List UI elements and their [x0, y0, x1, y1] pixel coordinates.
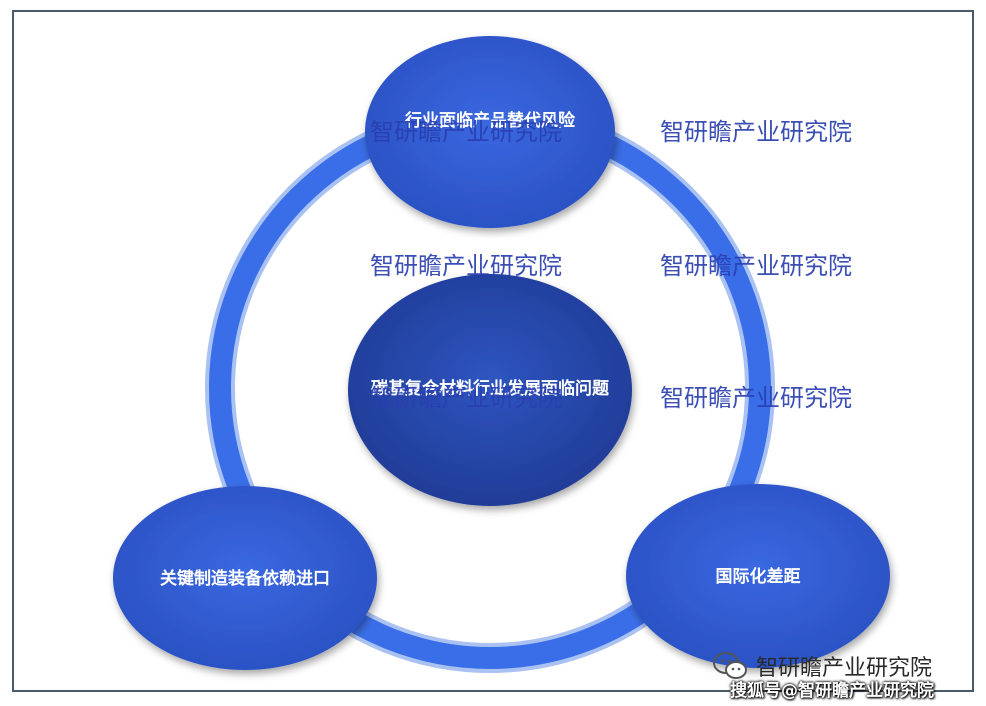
center-node: [348, 274, 632, 506]
watermark: 智研瞻产业研究院: [370, 118, 562, 146]
watermark: 智研瞻产业研究院: [660, 252, 852, 280]
node-top: [365, 36, 615, 228]
node-bottom-left: [113, 486, 377, 670]
source-watermark: 搜狐号@智研瞻产业研究院: [730, 681, 934, 701]
node-top-label: 行业面临产品替代风险: [405, 111, 575, 131]
node-bottom-right-label: 国际化差距: [715, 567, 801, 587]
watermark: 智研瞻产业研究院: [370, 252, 562, 280]
watermark: 智研瞻产业研究院: [660, 384, 852, 412]
node-bottom-left-label: 关键制造装备依赖进口: [160, 569, 330, 589]
center-node-label: 碳基复合材料行业发展面临问题: [371, 379, 609, 399]
wechat-icon: [713, 652, 747, 679]
watermark: 智研瞻产业研究院: [660, 118, 852, 146]
brand-watermark: 智研瞻产业研究院: [712, 650, 932, 682]
node-bottom-right: [626, 484, 890, 668]
brand-text: 智研瞻产业研究院: [756, 656, 933, 681]
watermark: 智研瞻产业研究院: [370, 384, 562, 412]
